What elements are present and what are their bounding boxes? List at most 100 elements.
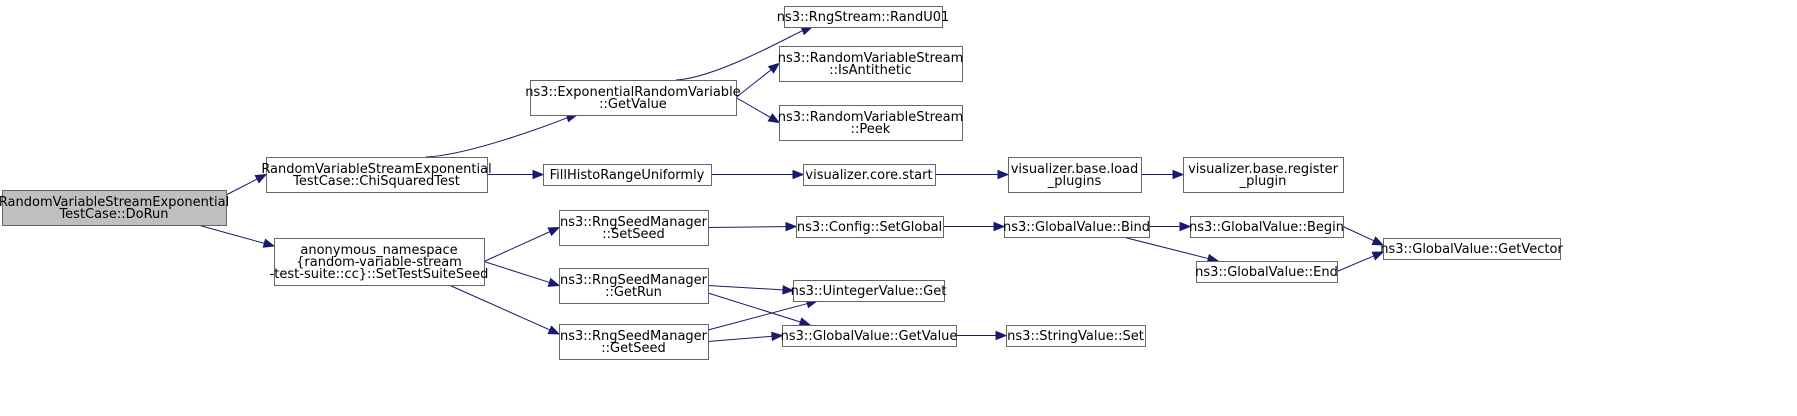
edge-line bbox=[483, 231, 551, 262]
arrowhead-icon bbox=[792, 169, 805, 180]
node-regplugin[interactable]: visualizer.base.register_plugin bbox=[1183, 157, 1344, 193]
node-strset[interactable]: ns3::StringValue::Set bbox=[1006, 325, 1146, 347]
arrowhead-icon bbox=[995, 330, 1008, 341]
edge-chisq-to-fillhisto bbox=[487, 169, 545, 180]
node-label: ns3::GlobalValue::GetValue bbox=[781, 329, 958, 344]
node-gvgetvector[interactable]: ns3::GlobalValue::GetVector bbox=[1380, 238, 1563, 260]
edge-line bbox=[1342, 226, 1375, 242]
arrowhead-icon bbox=[1179, 221, 1192, 232]
node-label: ::GetSeed bbox=[601, 341, 665, 356]
node-box bbox=[559, 268, 709, 304]
edge-line bbox=[707, 226, 787, 228]
node-gvbind[interactable]: ns3::GlobalValue::Bind bbox=[1003, 216, 1150, 238]
node-expget[interactable]: ns3::ExponentialRandomVariable::GetValue bbox=[525, 80, 741, 116]
arrowhead-icon bbox=[767, 62, 781, 74]
arrowhead-icon bbox=[532, 169, 545, 180]
node-gvgetvalue[interactable]: ns3::GlobalValue::GetValue bbox=[781, 325, 958, 347]
edge-dorun-to-chisq bbox=[225, 173, 268, 196]
node-loadplugins[interactable]: visualizer.base.load_plugins bbox=[1008, 157, 1142, 193]
node-label: ns3::RngSeedManager bbox=[560, 329, 708, 344]
node-rngsetseed[interactable]: ns3::RngSeedManager::SetSeed bbox=[559, 210, 709, 246]
edge-line bbox=[735, 97, 771, 118]
arrowhead-icon bbox=[993, 221, 1006, 232]
arrowhead-icon bbox=[782, 285, 795, 295]
arrowhead-icon bbox=[997, 169, 1010, 180]
node-label: ::GetValue bbox=[599, 97, 667, 112]
edge-gvgetvalue-to-strset bbox=[956, 330, 1008, 341]
edge-line bbox=[225, 178, 258, 196]
node-label: visualizer.base.load bbox=[1011, 162, 1139, 177]
node-gvend[interactable]: ns3::GlobalValue::End bbox=[1195, 261, 1338, 283]
edge-line bbox=[448, 284, 551, 331]
arrowhead-icon bbox=[1172, 169, 1185, 180]
arrowhead-icon bbox=[1371, 251, 1385, 261]
node-box bbox=[784, 6, 943, 28]
node-box bbox=[530, 80, 737, 116]
node-box bbox=[779, 105, 963, 141]
node-fillhisto[interactable]: FillHistoRangeUniformly bbox=[543, 164, 712, 186]
node-isanti[interactable]: ns3::RandomVariableStream::IsAntithetic bbox=[778, 46, 964, 82]
node-label: _plugin bbox=[1239, 174, 1287, 189]
node-label: ns3::RngStream::RandU01 bbox=[777, 10, 950, 25]
edge-line bbox=[483, 261, 550, 283]
node-setglobal[interactable]: ns3::Config::SetGlobal bbox=[796, 216, 944, 238]
node-anon[interactable]: anonymous_namespace{random-variable-stre… bbox=[270, 238, 489, 286]
edge-chisq-to-expget bbox=[425, 113, 579, 158]
node-label: visualizer.core.start bbox=[805, 168, 932, 183]
edge-line bbox=[1336, 255, 1374, 272]
edge-line bbox=[197, 224, 265, 244]
edge-gvend-to-gvgetvector bbox=[1336, 251, 1385, 272]
node-vizstart[interactable]: visualizer.core.start bbox=[803, 164, 936, 186]
edge-line bbox=[707, 292, 801, 323]
node-box bbox=[796, 216, 944, 238]
edge-rnggetseed-to-gvgetvalue bbox=[707, 331, 784, 342]
node-label: RandomVariableStreamExponential bbox=[0, 195, 229, 210]
node-peek[interactable]: ns3::RandomVariableStream::Peek bbox=[778, 105, 964, 141]
node-uintget[interactable]: ns3::UintegerValue::Get bbox=[791, 280, 947, 302]
node-label: _plugins bbox=[1047, 174, 1102, 189]
arrowhead-icon bbox=[798, 317, 812, 327]
node-label: ::SetSeed bbox=[602, 227, 665, 242]
node-box bbox=[1006, 325, 1146, 347]
edge-anon-to-rnggetseed bbox=[448, 284, 561, 335]
node-box bbox=[793, 280, 945, 302]
arrowhead-icon bbox=[262, 238, 276, 248]
node-label: ns3::RngSeedManager bbox=[560, 273, 708, 288]
edge-loadplugins-to-regplugin bbox=[1141, 169, 1185, 180]
node-dorun[interactable]: RandomVariableStreamExponentialTestCase:… bbox=[0, 190, 229, 226]
node-box bbox=[803, 164, 936, 186]
node-label: ns3::StringValue::Set bbox=[1007, 329, 1144, 344]
edge-line bbox=[707, 303, 808, 331]
node-box bbox=[1183, 157, 1344, 193]
node-randu01[interactable]: ns3::RngStream::RandU01 bbox=[777, 6, 950, 28]
node-gvbegin[interactable]: ns3::GlobalValue::Begin bbox=[1189, 216, 1344, 238]
node-box bbox=[543, 164, 712, 186]
node-box bbox=[559, 324, 709, 360]
edge-rnggetrun-to-gvgetvalue bbox=[707, 292, 812, 327]
edge-gvbind-to-gvend bbox=[1122, 236, 1220, 264]
node-label: anonymous_namespace bbox=[300, 243, 457, 258]
edges-layer bbox=[197, 26, 1385, 342]
node-rnggetrun[interactable]: ns3::RngSeedManager::GetRun bbox=[559, 268, 709, 304]
arrowhead-icon bbox=[785, 221, 798, 232]
node-label: ns3::GlobalValue::Bind bbox=[1003, 220, 1150, 235]
arrowhead-icon bbox=[1371, 236, 1385, 246]
node-label: {random-variable-stream bbox=[296, 255, 462, 270]
arrowhead-icon bbox=[547, 325, 561, 335]
edge-line bbox=[707, 285, 784, 291]
node-label: ns3::GlobalValue::Begin bbox=[1189, 220, 1344, 235]
node-box bbox=[2, 190, 227, 226]
node-label: ns3::UintegerValue::Get bbox=[791, 284, 947, 299]
node-chisq[interactable]: RandomVariableStreamExponentialTestCase:… bbox=[261, 157, 492, 193]
node-box bbox=[782, 325, 957, 347]
node-label: ::Peek bbox=[851, 122, 891, 137]
node-rnggetseed[interactable]: ns3::RngSeedManager::GetSeed bbox=[559, 324, 709, 360]
node-label: ns3::RandomVariableStream bbox=[778, 110, 964, 125]
edge-rngsetseed-to-setglobal bbox=[707, 221, 798, 232]
arrowhead-icon bbox=[547, 277, 561, 287]
node-box bbox=[266, 157, 488, 193]
node-label: ns3::GlobalValue::GetVector bbox=[1380, 242, 1563, 257]
edge-dorun-to-anon bbox=[197, 224, 276, 248]
arrowhead-icon bbox=[771, 331, 784, 342]
